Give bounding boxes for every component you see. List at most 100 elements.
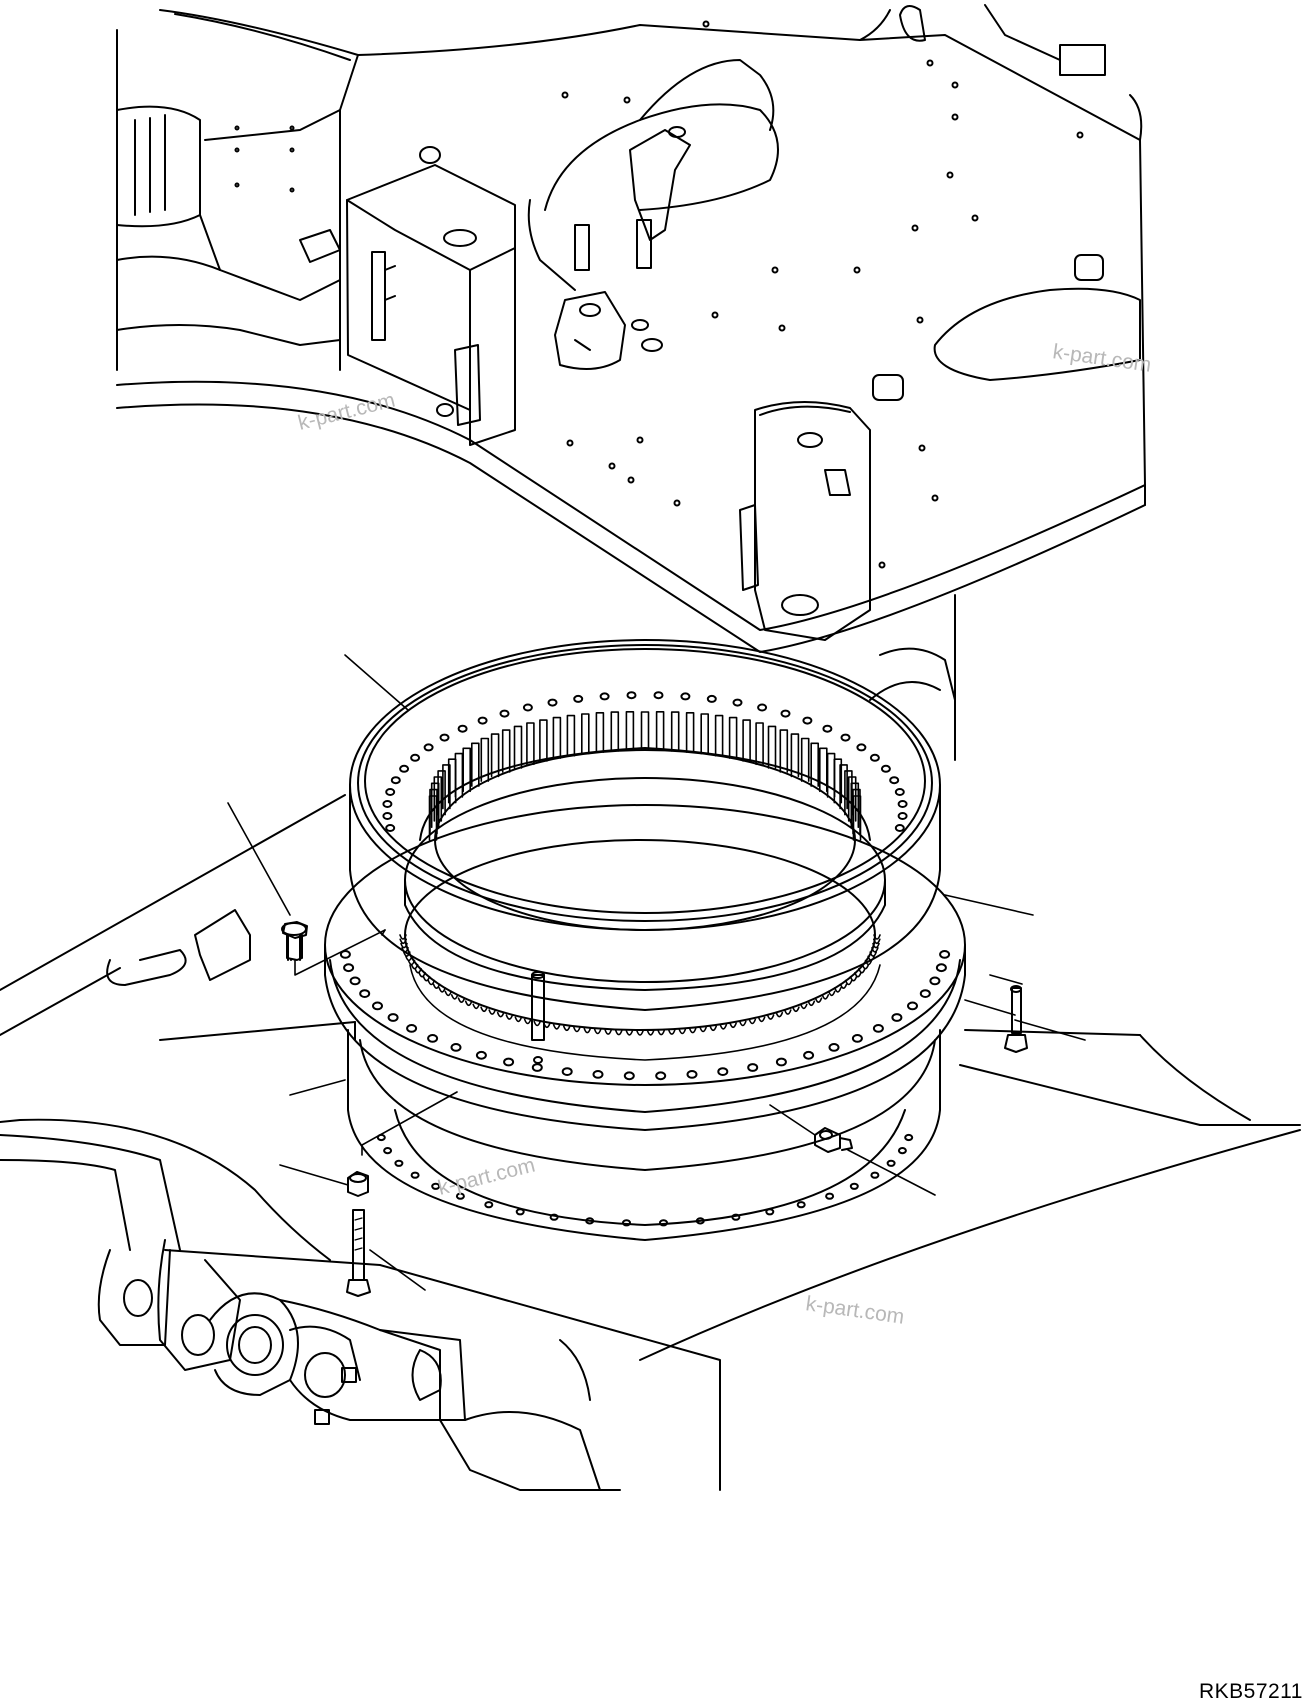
- bolt-hole: [383, 813, 391, 819]
- bolt-hole: [459, 726, 467, 732]
- swing-circle-bolt-holes: [341, 692, 949, 1079]
- bolt-hole: [392, 777, 400, 783]
- bolt-hole: [853, 1035, 862, 1042]
- bolt-hole: [485, 1202, 492, 1207]
- bolt-hole: [896, 825, 904, 831]
- bolt-hole: [896, 789, 904, 795]
- bolt-hole: [718, 1068, 727, 1075]
- bolt-hole: [551, 1215, 558, 1220]
- bolt-hole: [428, 1035, 437, 1042]
- bolt-hole: [586, 1218, 593, 1223]
- watermark-4: k-part.com: [804, 1292, 905, 1329]
- bolt-hole: [899, 813, 907, 819]
- bolt-hole: [899, 801, 907, 807]
- bolt-hole: [708, 696, 716, 702]
- dowel-pin: [532, 972, 544, 1063]
- bolt-hole: [549, 700, 557, 706]
- bolt-hole: [803, 718, 811, 724]
- bolt-right: [1005, 986, 1027, 1052]
- bolt-hole: [830, 1044, 839, 1051]
- bolt-hole: [504, 1059, 513, 1066]
- bolt-hole: [432, 1184, 439, 1189]
- bolt-hole: [479, 718, 487, 724]
- bolt-hole: [373, 1003, 382, 1010]
- bolt-hole: [407, 1025, 416, 1032]
- bolt-lower-left: [347, 1210, 370, 1296]
- bolt-hole: [905, 1135, 912, 1140]
- bolt-hole: [411, 755, 419, 761]
- bolt-hole: [851, 1184, 858, 1189]
- bolt-hole: [899, 1148, 906, 1153]
- bolt-hole: [888, 1161, 895, 1166]
- bolt-hole: [857, 744, 865, 750]
- bolt-hole: [386, 789, 394, 795]
- bolt-hole: [501, 711, 509, 717]
- bolt-hole: [655, 692, 663, 698]
- bolt-hole: [601, 693, 609, 699]
- bolt-hole: [874, 1025, 883, 1032]
- bolt-hole: [892, 1014, 901, 1021]
- bolt-hole: [351, 978, 360, 985]
- bolt-hole: [563, 1068, 572, 1075]
- bolt-hole: [940, 951, 949, 958]
- bolt-hole: [457, 1194, 464, 1199]
- bolt-hole: [412, 1173, 419, 1178]
- bolt-hole: [842, 735, 850, 741]
- bolt-hole: [798, 1202, 805, 1207]
- bolt-hole: [625, 1072, 634, 1079]
- drawing-code: RKB57211: [1198, 1680, 1303, 1703]
- bolt-hole: [660, 1220, 667, 1225]
- bolt-hole: [937, 964, 946, 971]
- internal-gear-teeth: [420, 712, 870, 930]
- bolt-hole: [758, 705, 766, 711]
- bolt-hole: [594, 1071, 603, 1078]
- bolt-hole: [400, 766, 408, 772]
- bolt-hole: [574, 696, 582, 702]
- bolt-hole: [734, 700, 742, 706]
- nut-lower-left: [348, 1172, 368, 1196]
- bolt-hole: [452, 1044, 461, 1051]
- bolt-hole: [871, 1173, 878, 1178]
- bolt-hole: [341, 951, 350, 958]
- revolving-frame: [117, 5, 1145, 760]
- lower-flange-bolt-holes: [378, 1135, 912, 1226]
- bolt-hole: [533, 1064, 542, 1071]
- watermark-3: k-part.com: [436, 1154, 538, 1200]
- bolt-hole: [360, 990, 369, 997]
- bolt-hole: [656, 1072, 665, 1079]
- bolt-hole: [383, 801, 391, 807]
- bolt-hole: [681, 693, 689, 699]
- bolt-hole: [804, 1052, 813, 1059]
- bolt-hole: [524, 705, 532, 711]
- bolt-upper-left: [283, 922, 307, 960]
- bolt-upper-left-head: [282, 923, 306, 960]
- bolt-hole: [386, 825, 394, 831]
- bolt-hole: [477, 1052, 486, 1059]
- bolt-hole: [628, 692, 636, 698]
- bolt-hole: [826, 1194, 833, 1199]
- bolt-hole: [623, 1220, 630, 1225]
- bolt-hole: [823, 726, 831, 732]
- bolt-hole: [732, 1215, 739, 1220]
- bolt-hole: [777, 1059, 786, 1066]
- bolt-hole: [871, 755, 879, 761]
- leader-lines: [228, 655, 1085, 1290]
- bolt-hole: [389, 1014, 398, 1021]
- grease-fitting: [815, 1128, 852, 1152]
- bolt-hole: [921, 990, 930, 997]
- bolt-hole: [766, 1209, 773, 1214]
- bolt-hole: [908, 1003, 917, 1010]
- bolt-hole: [882, 766, 890, 772]
- bolt-hole: [890, 777, 898, 783]
- bolt-hole: [697, 1218, 704, 1223]
- track-frame: [0, 795, 1300, 1490]
- bolt-hole: [425, 744, 433, 750]
- bolt-hole: [395, 1161, 402, 1166]
- bolt-hole: [517, 1209, 524, 1214]
- deck-holes: [236, 22, 1083, 568]
- bolt-hole: [782, 711, 790, 717]
- bolt-hole: [344, 964, 353, 971]
- bolt-hole: [748, 1064, 757, 1071]
- swing-circle-inner-race: [325, 805, 965, 1240]
